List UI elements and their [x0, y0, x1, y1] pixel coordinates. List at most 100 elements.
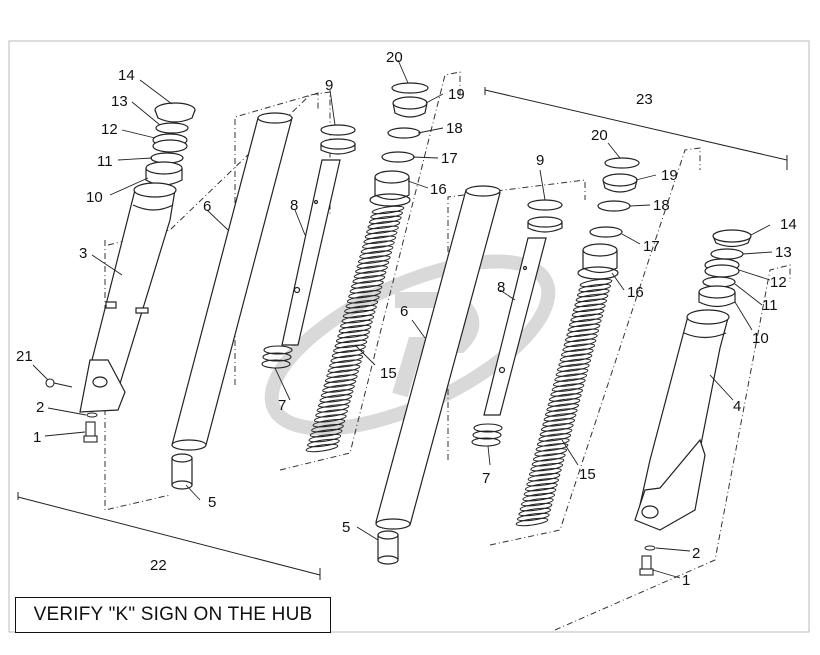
spring-right-coil [523, 487, 557, 497]
spring-left-coil [355, 265, 388, 274]
spring-left-coil [359, 250, 392, 259]
spring-right-coil [568, 318, 602, 328]
spring-left-coil [345, 299, 379, 309]
spring-left-coil [322, 384, 355, 393]
part-5-right-bush [377, 530, 399, 565]
spring-left-coil [352, 275, 386, 284]
spring-right-coil [563, 338, 597, 348]
spring-left-coil [330, 354, 364, 364]
callout-3: 3 [79, 245, 87, 262]
spring-right-coil [548, 393, 582, 402]
spring-left-coil [362, 240, 395, 249]
spring-left-coil [337, 329, 370, 339]
callout-19-left: 19 [448, 86, 465, 103]
spring-left-coil [342, 309, 376, 319]
spring-left-coil [312, 418, 346, 428]
part-19-left-spacer [392, 96, 428, 118]
part-13-left-ring [155, 122, 189, 134]
spring-right-coil [528, 467, 562, 477]
spring-left-coil [318, 399, 351, 408]
spring-right-coil [519, 502, 553, 512]
spring-left-coil [305, 443, 339, 453]
callout-12-left: 12 [101, 121, 118, 138]
spring-left-coil [366, 225, 399, 235]
spring-right-coil [524, 482, 558, 492]
spring-right-coil [559, 353, 593, 362]
spring-left-coil [351, 280, 384, 289]
part-6-right-stanchion [375, 185, 501, 530]
spring-right-coil [520, 497, 554, 507]
part-19-right-spacer [602, 173, 638, 193]
callout-23: 23 [636, 91, 653, 108]
callout-22: 22 [150, 557, 167, 574]
spring-right-coil [578, 283, 612, 293]
callout-14-left: 14 [118, 67, 135, 84]
part-17-right-ring [589, 226, 623, 238]
spring-left-coil [319, 394, 353, 403]
part-1-right-bolt [639, 555, 654, 576]
callout-2-left: 2 [36, 399, 44, 416]
spring-right-coil [534, 448, 568, 457]
spring-left-coil [309, 428, 343, 438]
spring-right-coil [576, 288, 610, 298]
callout-1-right: 1 [682, 572, 690, 589]
callout-4: 4 [733, 398, 741, 415]
callout-12-right: 12 [770, 274, 787, 291]
callout-7-left: 7 [278, 397, 286, 414]
spring-left-coil [357, 255, 391, 264]
part-7-right-small-spring [471, 423, 503, 447]
part-15-left-spring [305, 205, 405, 453]
spring-left-coil [307, 438, 340, 448]
part-14-left-cap [154, 102, 196, 123]
part-21-screw [45, 378, 73, 388]
spring-right-coil [530, 462, 564, 472]
spring-left-coil [316, 404, 350, 413]
part-15-right-spring [515, 278, 613, 527]
spring-left-coil [338, 324, 372, 334]
callout-5-right: 5 [342, 519, 350, 536]
callout-14-right: 14 [780, 216, 797, 233]
spring-left-coil [367, 220, 401, 230]
callout-9-left: 9 [325, 77, 333, 94]
spring-right-coil [558, 358, 592, 367]
callout-8-left: 8 [290, 197, 298, 214]
callout-1-left: 1 [33, 429, 41, 446]
spring-right-coil [527, 472, 561, 482]
spring-right-coil [531, 458, 565, 467]
spring-right-coil [540, 423, 574, 432]
callout-13-right: 13 [775, 244, 792, 261]
spring-right-coil [543, 413, 577, 422]
part-20-left-ring [391, 82, 429, 94]
spring-right-coil [572, 303, 606, 313]
spring-left-coil [370, 210, 403, 220]
callout-20-right: 20 [591, 127, 608, 144]
spring-right-coil [551, 383, 585, 392]
part-16-right-spacer [577, 243, 619, 280]
spring-right-coil [566, 328, 600, 338]
part-20-right-ring [604, 157, 640, 169]
callout-17-left: 17 [441, 150, 458, 167]
part-18-right-ring [597, 200, 631, 212]
bracket-right-group [554, 264, 791, 631]
bracket-left-bottom [104, 240, 171, 511]
callout-16-right: 16 [627, 284, 644, 301]
part-17-left-ring [381, 151, 415, 163]
callout-15-left: 15 [380, 365, 397, 382]
spring-right-coil [579, 278, 613, 288]
part-2-left-washer [86, 412, 98, 418]
callout-10-right: 10 [752, 330, 769, 347]
spring-right-coil [516, 512, 550, 522]
spring-left-coil [341, 314, 375, 324]
spring-left-coil [349, 285, 383, 294]
spring-right-coil [544, 408, 578, 417]
part-18-left-ring [387, 127, 421, 139]
callout-19-right: 19 [661, 167, 678, 184]
spring-right-coil [538, 433, 572, 442]
spring-left-coil [327, 364, 361, 373]
spring-right-coil [571, 308, 605, 318]
diagram-frame [8, 40, 810, 633]
spring-left-coil [356, 260, 390, 269]
spring-left-coil [364, 230, 398, 240]
spring-left-coil [315, 409, 348, 418]
